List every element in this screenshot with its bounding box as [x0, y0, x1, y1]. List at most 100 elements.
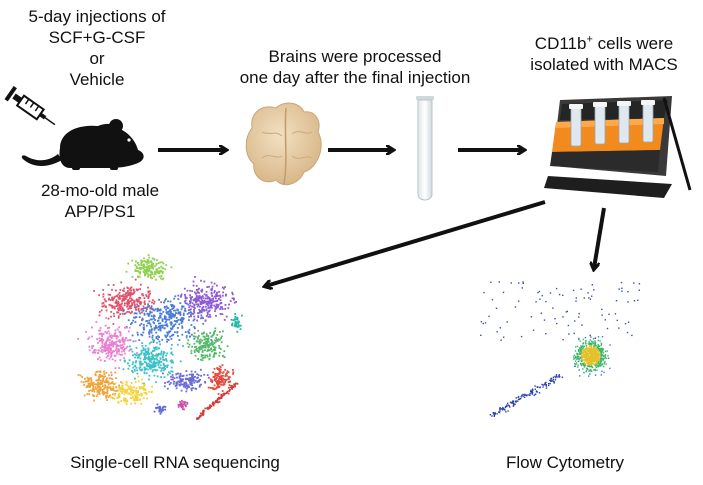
tsne-point [111, 358, 114, 361]
tsne-point [142, 388, 145, 390]
flow-event [581, 363, 584, 365]
tsne-point [218, 400, 221, 403]
tsne-point [189, 296, 192, 299]
flow-event [520, 335, 523, 338]
flow-event [530, 390, 532, 393]
tsne-point [137, 305, 140, 307]
flow-event [532, 389, 534, 391]
tsne-point [194, 276, 196, 278]
tsne-point [96, 379, 99, 382]
tsne-point [197, 350, 199, 353]
tsne-point [91, 347, 94, 349]
flow-event [618, 327, 620, 329]
tsne-point [117, 401, 120, 403]
flow-event [598, 355, 601, 357]
tsne-point [110, 334, 113, 337]
tsne-point [180, 293, 183, 296]
tsne-point [97, 358, 99, 361]
tsne-point [212, 349, 215, 351]
tsne-point [215, 314, 217, 317]
tsne-point [228, 384, 231, 386]
tsne-point [141, 342, 143, 344]
tsne-point [101, 305, 104, 308]
tsne-point [127, 308, 130, 310]
tsne-point [86, 385, 88, 387]
flow-event [526, 395, 528, 397]
flow-event [521, 394, 523, 397]
tsne-point [232, 369, 234, 371]
tsne-point [156, 271, 159, 274]
tsne-point [218, 372, 221, 375]
flow-event [585, 362, 588, 364]
tsne-point [199, 415, 201, 417]
tsne-point [136, 331, 139, 334]
tsne-point [105, 396, 108, 399]
flow-event [585, 342, 587, 345]
tsne-point [181, 378, 183, 381]
tsne-point [158, 366, 161, 369]
tsne-point [162, 358, 164, 361]
tsne-point [231, 387, 233, 389]
tsne-point [133, 312, 136, 315]
tsne-point [161, 271, 164, 273]
tsne-point [147, 274, 150, 277]
flow-event [597, 366, 599, 368]
tsne-point [100, 374, 103, 377]
tsne-point [160, 361, 163, 363]
tsne-point [168, 313, 170, 315]
tsne-point [218, 378, 220, 381]
tsne-point [168, 331, 170, 334]
tsne-point [180, 319, 182, 322]
tsne-point [151, 301, 153, 304]
flow-event [604, 350, 607, 353]
flow-event [580, 349, 583, 351]
treatment-line-3: or [89, 49, 105, 68]
flow-event [602, 348, 604, 350]
tsne-point [107, 284, 110, 286]
tsne-point [172, 314, 174, 317]
tsne-point [119, 297, 122, 300]
tsne-point [114, 305, 116, 308]
flow-event [587, 362, 589, 364]
tsne-point [120, 309, 123, 312]
flow-event [582, 343, 584, 345]
tsne-point [158, 275, 161, 278]
tsne-point [195, 284, 198, 287]
flow-event [584, 350, 587, 353]
tsne-point [149, 360, 151, 363]
tsne-point [116, 352, 118, 355]
tsne-point [127, 299, 129, 302]
flow-event [601, 347, 604, 350]
tsne-point [194, 307, 196, 309]
tsne-point [159, 326, 162, 329]
flow-event [602, 358, 604, 360]
flow-event [524, 393, 526, 396]
flow-event [549, 382, 551, 385]
tsne-point [173, 324, 175, 327]
flow-event [587, 353, 589, 356]
tsne-point [151, 336, 154, 339]
tsne-point [128, 288, 131, 291]
flow-event [514, 403, 516, 406]
tsne-point [216, 372, 218, 375]
tsne-point [92, 381, 95, 384]
flow-event [576, 356, 578, 358]
tsne-point [142, 267, 145, 270]
tsne-point [193, 337, 196, 340]
flow-event [557, 376, 559, 378]
flow-event [591, 295, 593, 297]
tsne-point [152, 299, 154, 302]
tsne-point [143, 354, 146, 356]
tsne-point [140, 264, 143, 266]
tsne-point [165, 354, 168, 357]
tsne-point [198, 294, 201, 297]
tsne-point [99, 382, 102, 385]
tsne-point [199, 378, 201, 381]
treatment-line-2: SCF+G-CSF [48, 28, 146, 47]
tsne-point [133, 316, 135, 319]
tsne-point [148, 359, 151, 362]
tsne-point [149, 292, 151, 295]
tsne-point [210, 339, 213, 341]
flow-event [601, 360, 603, 362]
flow-event [587, 364, 590, 366]
